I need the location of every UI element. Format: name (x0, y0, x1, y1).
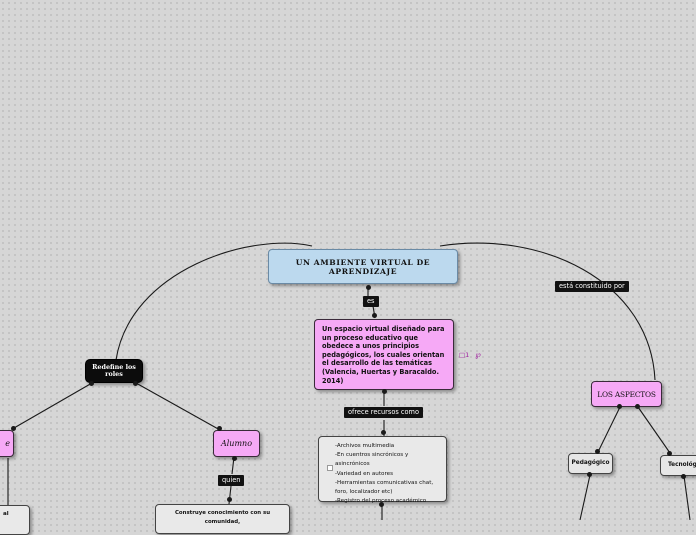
alumno-node-text: Alumno (220, 439, 253, 448)
docente-node-text: e (5, 439, 10, 448)
alumno-node[interactable]: Alumno (213, 430, 260, 457)
pedagogico-node-text: Pedagógico (571, 459, 610, 466)
roles-node[interactable]: Redefine los roles (85, 359, 143, 383)
connector-root-aspectos (439, 242, 656, 381)
connector-dot (372, 313, 377, 318)
pedagogico-node[interactable]: Pedagógico (568, 453, 613, 474)
docente-node[interactable]: e (0, 430, 14, 457)
connector-dot (681, 474, 686, 479)
tecnologico-node-text: Tecnológic (668, 461, 696, 468)
connector-dot (11, 426, 16, 431)
connector-dot (381, 430, 386, 435)
recursos-item: -Registro del proceso académico (335, 498, 427, 505)
connector-dot (587, 472, 592, 477)
recursos-item: -Variedad en autores (335, 470, 393, 477)
connector-pedagogico-down (579, 474, 591, 520)
recursos-node[interactable]: -Archivos multimedia -En cuentros sincró… (318, 436, 447, 504)
root-node[interactable]: UN AMBIENTE VIRTUAL DE APRENDIZAJE (268, 249, 458, 284)
connector-dot (232, 456, 237, 461)
connector-dot (635, 404, 640, 409)
connector-roles-docente (13, 382, 93, 429)
tecnologico-node[interactable]: Tecnológic (660, 455, 696, 476)
connector-lines (7, 242, 691, 520)
connector-aspectos-tecnologico (637, 406, 671, 454)
recursos-item: -En cuentros sincrónicos y asincrónicos (335, 452, 409, 468)
connector-dot (227, 497, 232, 502)
aspectos-node[interactable]: LOS ASPECTOS (591, 381, 662, 407)
recursos-list: -Archivos multimedia -En cuentros sincró… (335, 442, 440, 506)
connector-dot (595, 449, 600, 454)
alumno-description-node[interactable]: Construye conocimiento con su comunidad, (155, 504, 290, 534)
aspectos-node-text: LOS ASPECTOS (597, 389, 656, 399)
link-label-constituido: está constituido por (555, 281, 629, 292)
comment-count: 1 (465, 350, 470, 359)
definition-node-text: Un espacio virtual diseñado para un proc… (322, 325, 445, 385)
connector-tecnologico-down (683, 475, 691, 520)
recursos-item: -Herramientas comunicativas chat, foro, … (335, 479, 434, 496)
link-label-quien: quien (218, 475, 245, 486)
connector-dot (89, 381, 94, 386)
comment-icon[interactable]: □1 (459, 350, 470, 359)
connector-dot (382, 389, 387, 394)
connector-dot (617, 404, 622, 409)
connector-aspectos-pedagogico (597, 406, 621, 453)
connector-dot (667, 451, 672, 456)
root-node-text: UN AMBIENTE VIRTUAL DE APRENDIZAJE (295, 257, 431, 276)
connector-root-roles (115, 242, 313, 361)
left-partial-text: al (3, 511, 9, 517)
link-label-es: es (363, 296, 379, 307)
alumno-description-text: Construye conocimiento con su comunidad, (174, 510, 271, 526)
connector-dot (217, 426, 222, 431)
node-badges[interactable]: □1 ℘ (459, 350, 481, 359)
attachment-icon[interactable]: ℘ (475, 350, 481, 359)
checkbox-icon[interactable] (327, 465, 333, 471)
connector-roles-alumno (135, 382, 221, 431)
link-label-ofrece-recursos: ofrece recursos como (344, 407, 424, 418)
connector-dot (133, 381, 138, 386)
connector-dot (366, 285, 371, 290)
connector-dot (379, 502, 384, 507)
definition-node[interactable]: Un espacio virtual diseñado para un proc… (314, 319, 454, 390)
roles-node-text: Redefine los roles (92, 363, 136, 378)
left-partial-node[interactable]: al (0, 505, 30, 535)
recursos-item: -Archivos multimedia (335, 443, 395, 449)
